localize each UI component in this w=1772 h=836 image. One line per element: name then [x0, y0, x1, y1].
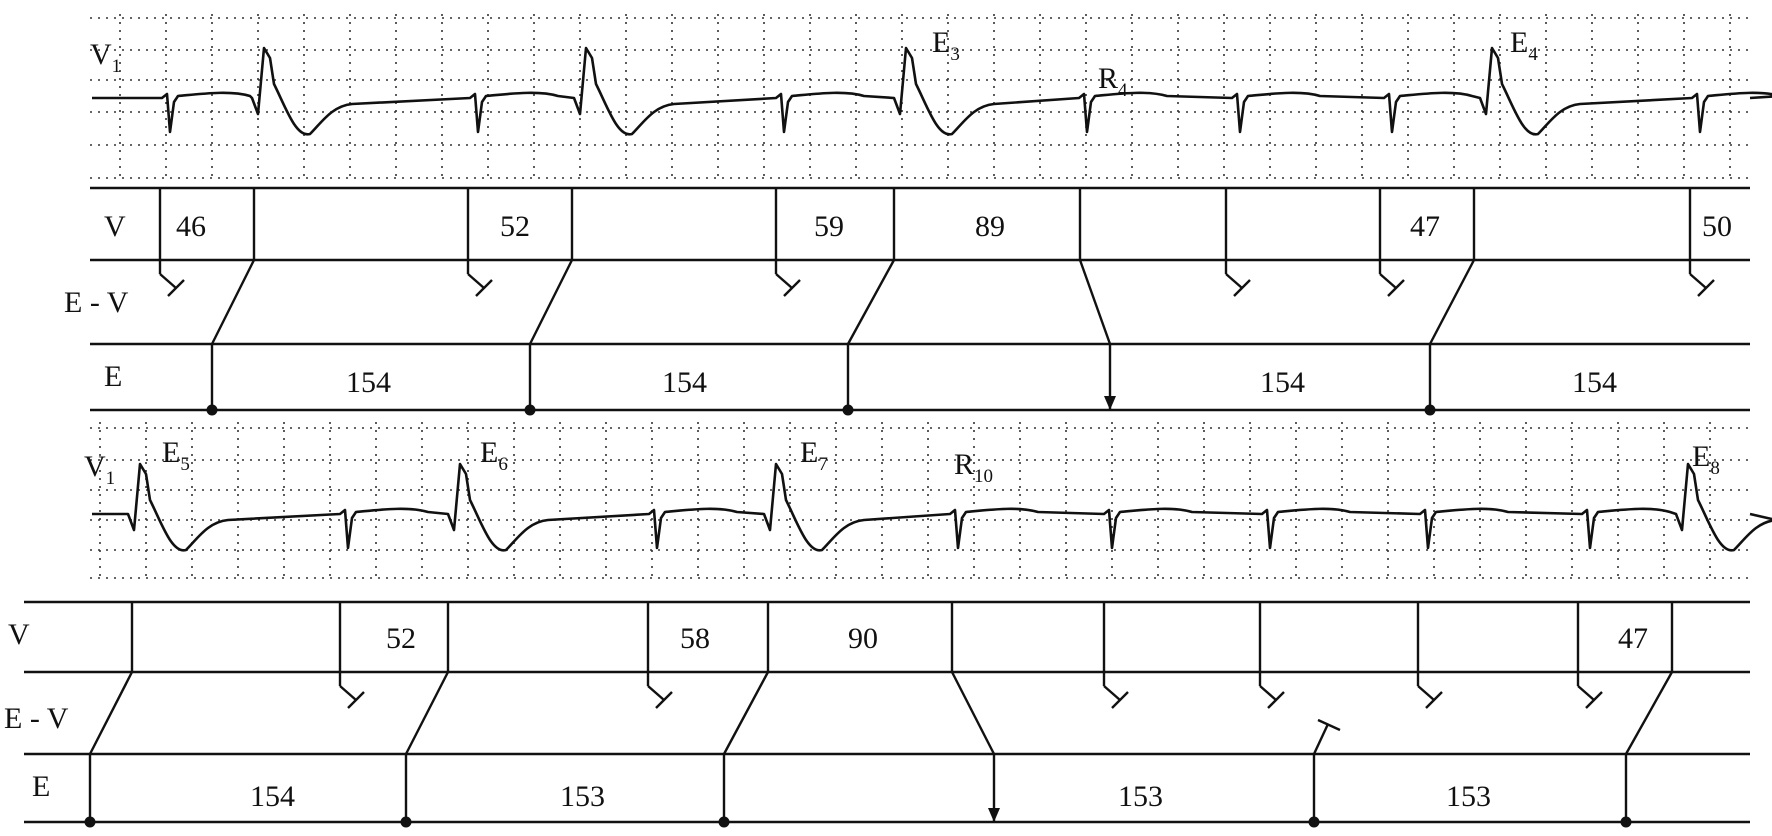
row-label-e-strip1: E — [104, 360, 122, 393]
ecg-trace-s2 — [92, 462, 1772, 552]
ev-conduction-line — [1428, 259, 1476, 345]
e-interval-3: 154 — [1260, 366, 1305, 399]
block-bar — [783, 279, 801, 297]
wave-label-e4: E4 — [1510, 26, 1538, 65]
wave-label-r10: R10 — [954, 448, 993, 487]
ecg-traces — [92, 46, 1772, 552]
v-interval-90: 90 — [848, 622, 878, 655]
origin-dot — [842, 404, 854, 416]
origin-dot — [1308, 816, 1320, 828]
block-bar — [1233, 279, 1251, 297]
block-stem — [1379, 273, 1397, 289]
lead-label-strip2: V1 — [84, 450, 115, 489]
ecg-trace-s1 — [92, 46, 1772, 136]
block-stem — [159, 273, 177, 289]
block-stem — [1577, 685, 1595, 701]
block-bar — [655, 691, 673, 709]
e-interval-2: 154 — [662, 366, 707, 399]
e-interval-6: 153 — [560, 780, 605, 813]
block-bar — [1387, 279, 1405, 297]
v-interval-58: 58 — [680, 622, 710, 655]
v-interval-89: 89 — [975, 210, 1005, 243]
origin-dot — [1424, 404, 1436, 416]
ladder-lines — [24, 186, 1750, 828]
v-interval-47: 47 — [1410, 210, 1440, 243]
origin-dot — [400, 816, 412, 828]
retro-block-bar — [1317, 718, 1341, 732]
ev-conduction-line — [1078, 259, 1112, 345]
origin-dot — [84, 816, 96, 828]
block-stem — [1259, 685, 1277, 701]
e-interval-7: 153 — [1118, 780, 1163, 813]
ev-conduction-line — [950, 671, 996, 755]
block-bar — [475, 279, 493, 297]
origin-dot — [206, 404, 218, 416]
origin-dot — [524, 404, 536, 416]
ev-conduction-line — [528, 259, 574, 345]
block-stem — [1103, 685, 1121, 701]
v-interval-59: 59 — [814, 210, 844, 243]
block-stem — [647, 685, 665, 701]
wave-label-e5: E5 — [162, 436, 190, 475]
ev-conduction-line — [88, 671, 134, 755]
ev-conduction-line — [722, 671, 770, 755]
arrow-head — [1104, 396, 1116, 410]
block-stem — [1417, 685, 1435, 701]
arrow-head — [988, 808, 1000, 822]
wave-label-e8: E8 — [1692, 440, 1720, 479]
wave-label-e6: E6 — [480, 436, 508, 475]
block-stem — [339, 685, 357, 701]
lead-label-strip1: V1 — [90, 38, 121, 77]
retro-line — [1312, 723, 1330, 755]
e-interval-8: 153 — [1446, 780, 1491, 813]
block-bar — [1697, 279, 1715, 297]
ev-conduction-line — [404, 671, 450, 755]
e-interval-5: 154 — [250, 780, 295, 813]
block-bar — [1585, 691, 1603, 709]
e-interval-1: 154 — [346, 366, 391, 399]
block-bar — [347, 691, 365, 709]
block-bar — [1111, 691, 1129, 709]
v-interval-50: 50 — [1702, 210, 1732, 243]
wave-label-e3: E3 — [932, 26, 960, 65]
row-label-v-strip2: V — [8, 618, 30, 651]
block-bar — [1267, 691, 1285, 709]
wave-label-r4: R4 — [1098, 62, 1128, 101]
row-label-ev-strip2: E - V — [4, 702, 69, 735]
ev-conduction-line — [846, 259, 896, 345]
v-interval-46: 46 — [176, 210, 206, 243]
row-label-v-strip1: V — [104, 210, 126, 243]
v-interval-47-b: 47 — [1618, 622, 1648, 655]
ev-conduction-line — [1624, 671, 1674, 755]
block-stem — [467, 273, 485, 289]
row-label-e-strip2: E — [32, 770, 50, 803]
block-bar — [167, 279, 185, 297]
origin-dot — [718, 816, 730, 828]
block-bar — [1425, 691, 1443, 709]
row-label-ev-strip1: E - V — [64, 286, 129, 319]
block-stem — [775, 273, 793, 289]
ecg-grid — [90, 14, 1750, 582]
v-interval-52-b: 52 — [386, 622, 416, 655]
e-interval-4: 154 — [1572, 366, 1617, 399]
block-stem — [1225, 273, 1243, 289]
block-stem — [1689, 273, 1707, 289]
v-interval-52: 52 — [500, 210, 530, 243]
origin-dot — [1620, 816, 1632, 828]
wave-label-e7: E7 — [800, 436, 828, 475]
ev-conduction-line — [210, 259, 256, 345]
